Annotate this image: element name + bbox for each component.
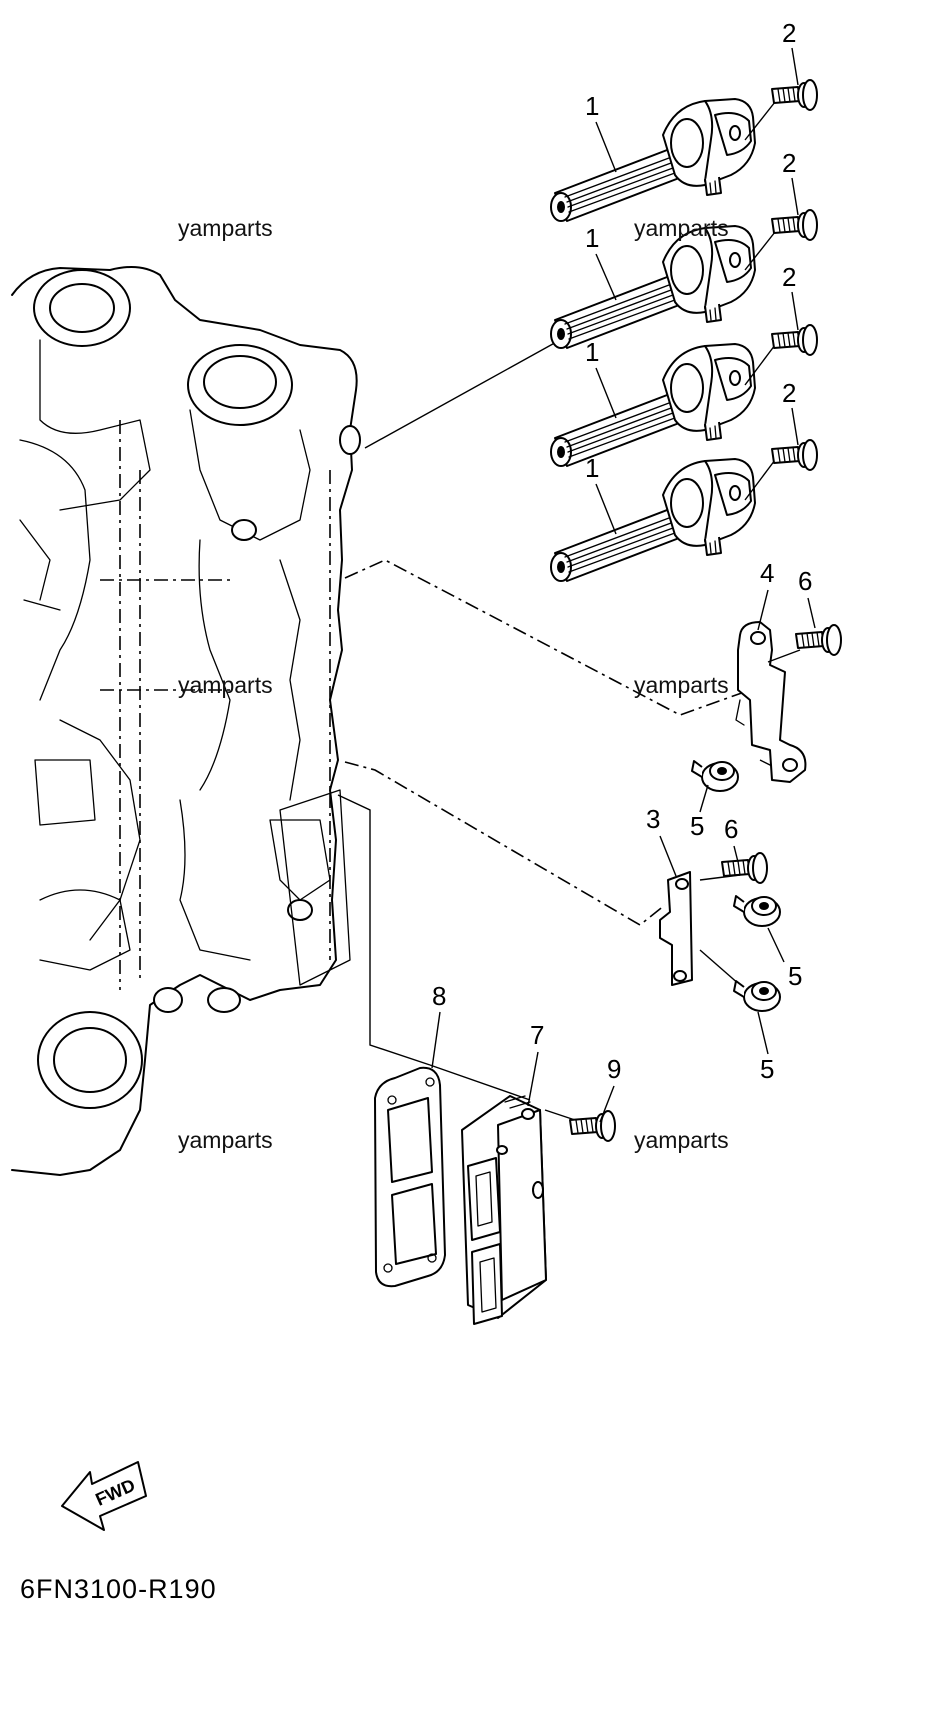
- bracket-3: [659, 871, 693, 986]
- callout-9: 9: [607, 1054, 621, 1084]
- callout-4: 4: [760, 558, 774, 588]
- callout-2d: 2: [782, 378, 796, 408]
- bolt-6b: [721, 852, 768, 884]
- bolt-2d: [771, 439, 818, 471]
- bolt-2b: [771, 209, 818, 241]
- fwd-arrow-icon: FWD: [61, 1461, 147, 1531]
- callout-1a: 1: [585, 91, 599, 121]
- watermark-1: yamparts: [178, 215, 273, 241]
- callout-2c: 2: [782, 262, 796, 292]
- bolt-2c: [771, 324, 818, 356]
- callout-1c: 1: [585, 337, 599, 367]
- callout-5a: 5: [690, 811, 704, 841]
- clamp-5a: [691, 760, 739, 792]
- watermark-3: yamparts: [178, 672, 273, 698]
- callout-6a: 6: [798, 566, 812, 596]
- callout-6b: 6: [724, 814, 738, 844]
- engine-block: [11, 265, 361, 1176]
- cdi-unit-7: [461, 1095, 547, 1325]
- ignition-coil-2: [550, 225, 756, 349]
- clamp-5c: [733, 980, 781, 1012]
- gasket-8: [374, 1066, 446, 1288]
- ignition-coil-3: [550, 343, 756, 467]
- watermark-5: yamparts: [178, 1127, 273, 1153]
- watermark-4: yamparts: [634, 672, 729, 698]
- ignition-coil-4: [550, 458, 756, 582]
- callout-8: 8: [432, 981, 446, 1011]
- watermark-6: yamparts: [634, 1127, 729, 1153]
- callout-1d: 1: [585, 453, 599, 483]
- callout-2b: 2: [782, 148, 796, 178]
- callout-1b: 1: [585, 223, 599, 253]
- diagram-code: 6FN3100-R190: [20, 1574, 217, 1604]
- bolt-9: [569, 1110, 616, 1142]
- explode-lines: [337, 339, 781, 1121]
- watermarks: yamparts yamparts yamparts yamparts yamp…: [178, 215, 729, 1153]
- callout-3: 3: [646, 804, 660, 834]
- callout-7: 7: [530, 1020, 544, 1050]
- callout-5b: 5: [788, 961, 802, 991]
- callout-5c: 5: [760, 1054, 774, 1084]
- clamp-5b: [733, 895, 781, 927]
- bracket-4: [735, 621, 807, 783]
- ignition-coil-1: [550, 98, 756, 222]
- watermark-2: yamparts: [634, 215, 729, 241]
- bolt-6a: [795, 624, 842, 656]
- callout-leaders: [431, 47, 816, 1123]
- callout-labels: 2 2 2 2 1 1 1 1 4 6 5 6 3 5 5 8 7 9: [432, 18, 812, 1084]
- bolt-2a: [771, 79, 818, 111]
- callout-2a: 2: [782, 18, 796, 48]
